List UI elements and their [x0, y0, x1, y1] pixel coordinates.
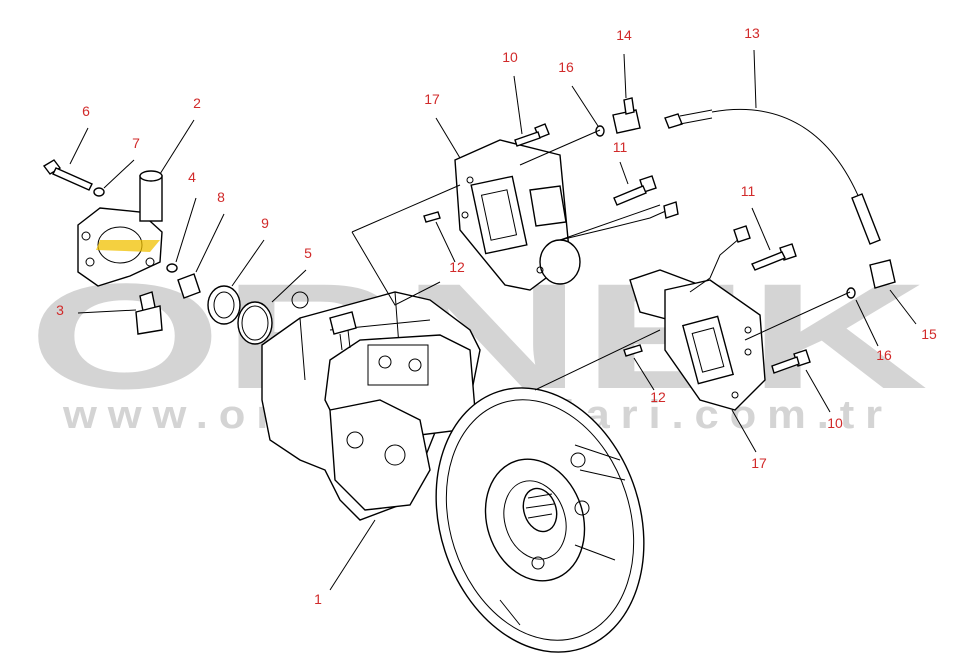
callout-c11a: 11: [613, 139, 628, 155]
leader-line-c11a: [619, 161, 629, 185]
leader-line-c12a: [435, 221, 456, 263]
upper-regulator: [423, 97, 881, 291]
leader-line-c10b: [805, 369, 831, 413]
leader-line-c9: [231, 239, 265, 287]
callout-c7: 7: [132, 135, 140, 151]
callout-c13: 13: [744, 25, 760, 41]
callout-c5: 5: [304, 245, 312, 261]
callout-c6: 6: [82, 103, 90, 119]
leader-line-c15: [889, 289, 917, 325]
callout-c1: 1: [314, 591, 322, 607]
leader-line-c1: [329, 519, 376, 591]
leader-line-c10a: [513, 75, 523, 135]
leader-line-c17b: [731, 409, 757, 453]
assembly-lines: [351, 129, 851, 391]
left-parts: [42, 159, 273, 345]
callout-c8: 8: [217, 189, 225, 205]
leader-line-c3: [77, 309, 137, 314]
callout-c9: 9: [261, 215, 269, 231]
callout-c15: 15: [921, 326, 937, 342]
leader-line-c7: [103, 159, 135, 189]
main-pump-assembly: [261, 291, 645, 653]
callout-c3: 3: [56, 302, 64, 318]
callout-c11b: 11: [741, 183, 756, 199]
leader-line-c11b: [751, 207, 771, 251]
callout-c17b: 17: [751, 455, 767, 471]
callout-c12a: 12: [449, 259, 465, 275]
callout-c16b: 16: [876, 347, 892, 363]
leader-line-c17a: [435, 117, 461, 159]
leader-line-c14: [623, 53, 627, 99]
leader-line-c8: [195, 213, 225, 273]
callout-c2: 2: [193, 95, 201, 111]
callout-c12b: 12: [650, 389, 666, 405]
callout-c17a: 17: [424, 91, 440, 107]
leader-line-c6: [69, 127, 89, 165]
right-regulator: [623, 225, 896, 411]
callout-c10b: 10: [827, 415, 843, 431]
callout-c4: 4: [188, 169, 196, 185]
callout-c16a: 16: [558, 59, 574, 75]
leader-lines: [69, 49, 917, 591]
leader-line-c2: [159, 119, 195, 175]
leader-line-c4: [175, 197, 197, 263]
leader-line-c16a: [571, 85, 599, 127]
leader-line-c12b: [633, 357, 655, 391]
leader-line-c13: [753, 49, 757, 109]
leader-line-c16b: [855, 299, 879, 347]
leader-line-c5: [271, 269, 307, 303]
callout-c10a: 10: [502, 49, 518, 65]
callout-c14: 14: [616, 27, 632, 43]
